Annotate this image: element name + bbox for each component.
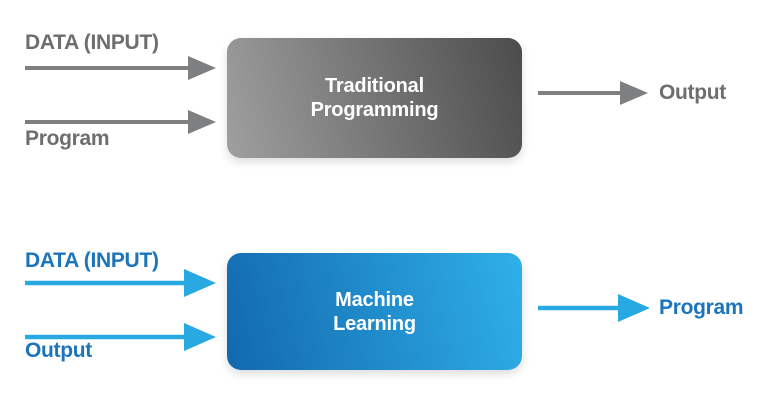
output-input-label: Output (25, 339, 93, 362)
arrow-right-icon (25, 56, 216, 80)
data-input-label: DATA (INPUT) (25, 31, 159, 54)
arrow-right-icon (538, 294, 650, 322)
traditional-programming-box-label: Traditional Programming (310, 75, 439, 121)
data-input-label: DATA (INPUT) (25, 249, 159, 272)
program-result-label: Program (659, 296, 744, 319)
traditional-programming-box: Traditional Programming (227, 38, 522, 158)
arrow-right-icon (25, 110, 216, 134)
program-input-label: Program (25, 127, 110, 150)
machine-learning-box: Machine Learning (227, 253, 522, 370)
machine-learning-box-label: Machine Learning (333, 288, 416, 335)
output-result-label: Output (659, 81, 727, 104)
arrow-right-icon (25, 323, 216, 351)
arrow-right-icon (538, 81, 648, 105)
arrow-right-icon (25, 269, 216, 297)
